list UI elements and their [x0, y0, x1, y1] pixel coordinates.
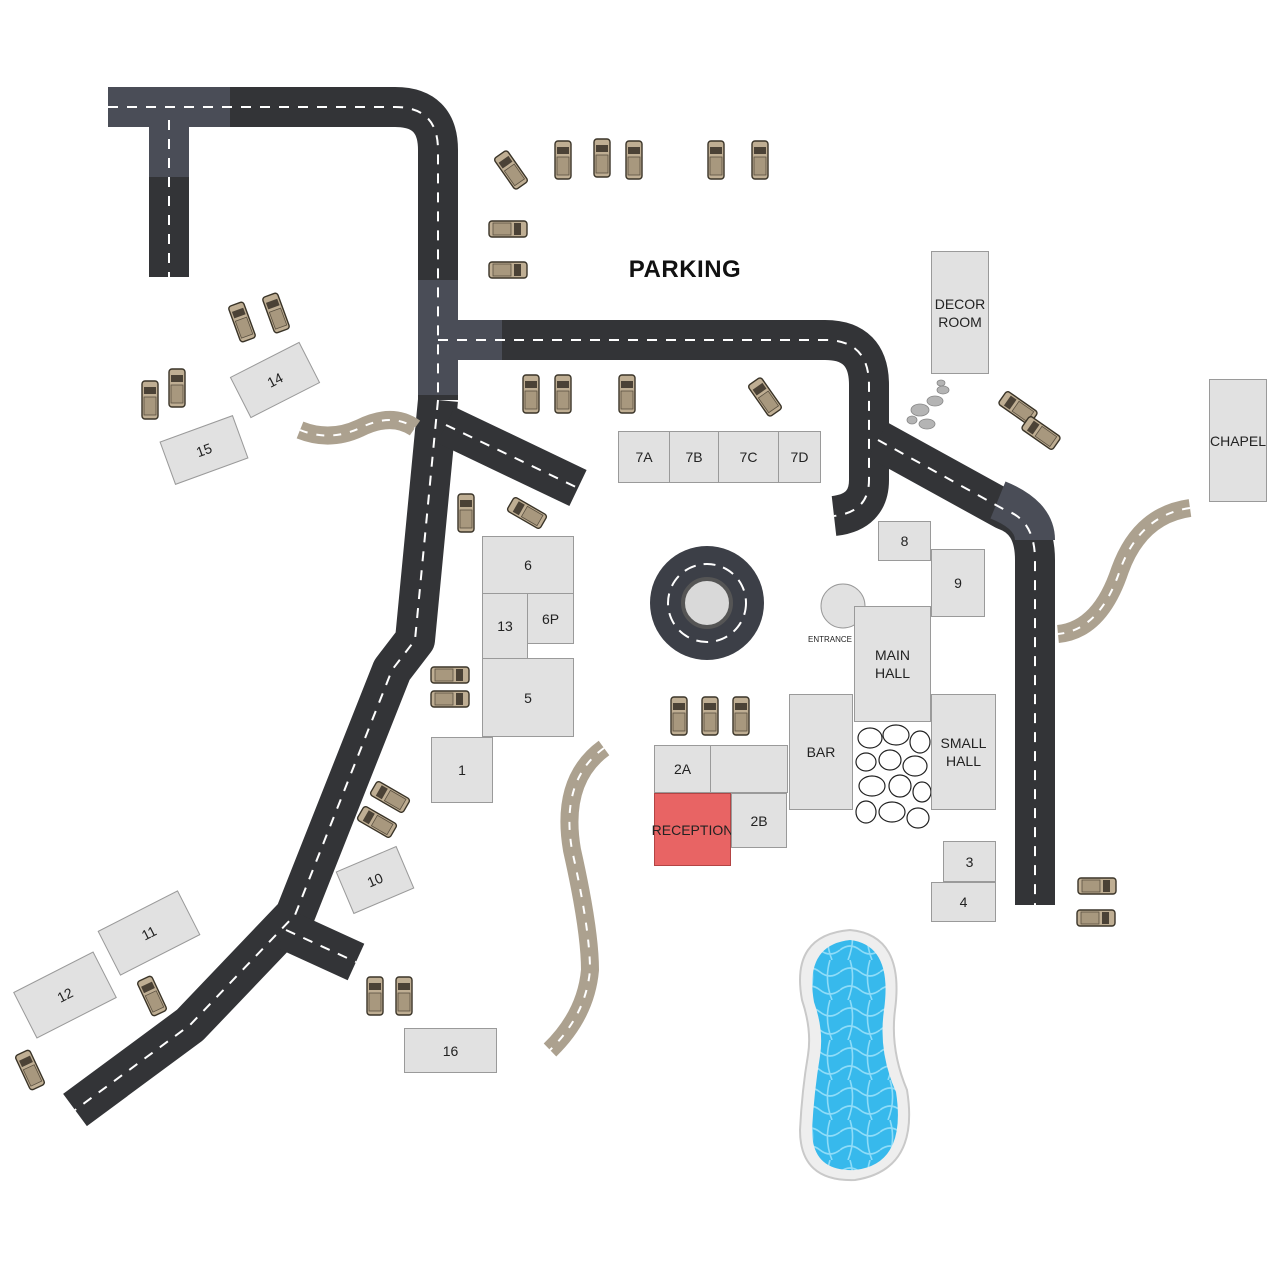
building-7c[interactable]: 7C — [718, 431, 779, 483]
building-1[interactable]: 1 — [431, 737, 493, 803]
parked-car — [15, 1049, 45, 1091]
asphalt-roads — [63, 87, 1055, 1127]
stepping-stones — [906, 379, 950, 430]
parked-car — [488, 220, 528, 238]
parked-car — [751, 140, 769, 180]
parked-car — [1021, 416, 1061, 450]
building-2a[interactable]: 2A — [654, 745, 711, 793]
parked-car — [554, 140, 572, 180]
entrance-label: ENTRANCE — [807, 635, 852, 644]
parked-car — [618, 374, 636, 414]
building-6p[interactable]: 6P — [527, 593, 574, 644]
parked-car — [356, 805, 398, 839]
parked-car — [262, 292, 290, 334]
parked-car — [168, 368, 186, 408]
parked-car — [670, 696, 688, 736]
parked-car — [369, 780, 411, 814]
building-8[interactable]: 8 — [878, 521, 931, 561]
parked-car — [430, 690, 470, 708]
parked-car — [593, 138, 611, 178]
building-7b[interactable]: 7B — [669, 431, 719, 483]
parked-car — [395, 976, 413, 1016]
parked-car — [137, 975, 167, 1017]
parking-label: PARKING — [628, 256, 742, 283]
parked-car — [430, 666, 470, 684]
bar[interactable]: BAR — [789, 694, 853, 810]
parked-car — [748, 377, 782, 417]
building-4[interactable]: 4 — [931, 882, 996, 922]
reception[interactable]: RECEPTION — [652, 793, 733, 866]
building-2-annex[interactable] — [710, 745, 788, 793]
chapel[interactable]: CHAPEL — [1209, 379, 1267, 502]
parked-car — [488, 261, 528, 279]
parked-car — [707, 140, 725, 180]
building-7d[interactable]: 7D — [778, 431, 821, 483]
building-6[interactable]: 6 — [482, 536, 574, 594]
building-7a[interactable]: 7A — [618, 431, 670, 483]
pebble-garden — [855, 722, 932, 830]
building-2b[interactable]: 2B — [731, 793, 787, 848]
building-3[interactable]: 3 — [943, 841, 996, 882]
decor-room[interactable]: DECOR ROOM — [931, 251, 989, 374]
building-13[interactable]: 13 — [482, 593, 528, 659]
parked-car — [998, 391, 1038, 425]
parked-car — [457, 493, 475, 533]
parked-car — [506, 496, 548, 530]
parked-car — [554, 374, 572, 414]
roundabout — [650, 546, 764, 660]
main-hall[interactable]: MAIN HALL — [854, 606, 931, 722]
small-hall[interactable]: SMALL HALL — [931, 694, 996, 810]
building-9[interactable]: 9 — [931, 549, 985, 617]
parked-car — [494, 150, 528, 190]
parked-car — [228, 301, 256, 343]
parked-car — [732, 696, 750, 736]
dirt-paths — [296, 411, 1192, 1057]
parked-car — [366, 976, 384, 1016]
parked-car — [701, 696, 719, 736]
parked-cars — [15, 138, 1117, 1091]
parked-car — [1076, 909, 1116, 927]
parked-car — [625, 140, 643, 180]
parked-car — [1077, 877, 1117, 895]
swimming-pool — [798, 928, 911, 1182]
parked-car — [141, 380, 159, 420]
parked-car — [522, 374, 540, 414]
building-5[interactable]: 5 — [482, 658, 574, 737]
building-16[interactable]: 16 — [404, 1028, 497, 1073]
